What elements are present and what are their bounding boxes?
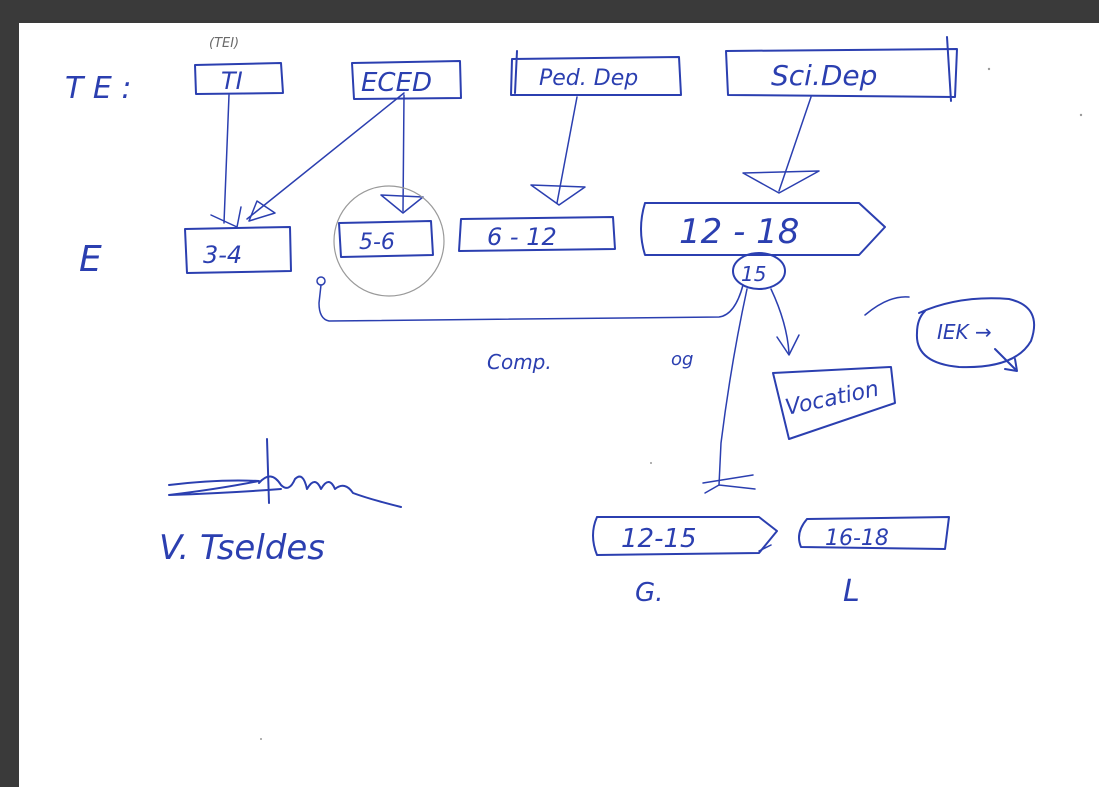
- box-3-4-label: 3-4: [203, 241, 242, 269]
- arrows-top-to-e: [210, 92, 820, 228]
- box-5-6-label: 5-6: [359, 230, 395, 255]
- speck: [1079, 113, 1083, 117]
- box-12-18: 12 - 18: [640, 202, 886, 256]
- box-ped-dep: Ped. Dep: [510, 50, 682, 96]
- box-12-18-label: 12 - 18: [679, 212, 799, 252]
- te-row-prefix: T E :: [65, 71, 131, 106]
- box-eced-label: ECED: [361, 68, 432, 98]
- box-sci-dep-label: Sci.Dep: [771, 59, 877, 92]
- label-g: G.: [635, 578, 663, 608]
- arrow-to-12-15: [702, 288, 756, 494]
- box-12-15: 12-15: [592, 516, 778, 556]
- iek-oval: IEK →: [864, 296, 1036, 372]
- compulsory-label: Comp.: [487, 350, 552, 374]
- e-row-prefix: E: [79, 239, 102, 280]
- iek-label: IEK →: [937, 320, 992, 344]
- hand-drawn-diagram: T E : (TEI) TI ECED Ped. Dep Sci.Dep: [65, 36, 1083, 740]
- circle-15-label: 15: [741, 262, 766, 286]
- pencil-circle: [333, 185, 445, 297]
- box-6-12-label: 6 - 12: [487, 223, 557, 251]
- box-vocation-label: Vocation: [783, 377, 881, 421]
- box-sci-dep: Sci.Dep: [725, 36, 958, 102]
- box-6-12: 6 - 12: [458, 216, 616, 252]
- box-ti-label: TI: [221, 67, 243, 95]
- speck: [987, 67, 991, 71]
- box-16-18: 16-18: [798, 516, 950, 551]
- whiteboard-sheet: T E : (TEI) TI ECED Ped. Dep Sci.Dep: [19, 23, 1099, 787]
- box-5-6: 5-6: [333, 185, 445, 297]
- box-ped-dep-label: Ped. Dep: [539, 66, 638, 91]
- box-ti: TI: [194, 62, 284, 95]
- compulsory-loop: [316, 276, 744, 322]
- box-16-18-label: 16-18: [825, 526, 889, 551]
- iek-arrow-icon: [994, 348, 1016, 370]
- speck: [650, 462, 652, 464]
- circle-15: 15: [732, 252, 786, 290]
- arrow-to-vocation: [770, 288, 800, 356]
- box-12-15-label: 12-15: [621, 524, 697, 554]
- signature: [168, 438, 402, 508]
- box-eced: ECED: [351, 60, 462, 100]
- box-3-4: 3-4: [184, 226, 292, 274]
- tei-note: (TEI): [209, 36, 239, 51]
- og-label: og: [671, 349, 693, 370]
- author-name: V. Tseldes: [159, 528, 325, 568]
- label-l: L: [843, 574, 860, 609]
- speck: [260, 738, 262, 740]
- box-vocation: Vocation: [772, 366, 896, 440]
